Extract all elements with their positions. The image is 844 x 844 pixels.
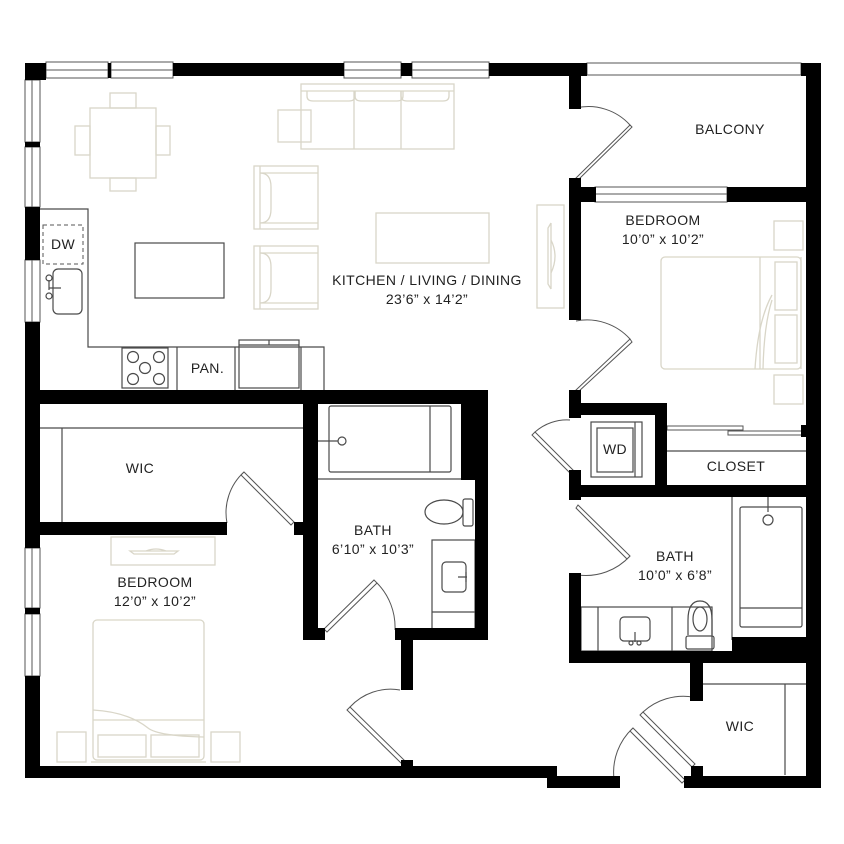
kitchen-island-icon <box>134 242 225 299</box>
room-size: 10’0” x 6’8” <box>637 567 713 583</box>
doors <box>225 106 696 784</box>
dishwasher-icon <box>42 224 84 265</box>
vanity-sink-icon <box>580 606 713 652</box>
laundry-door[interactable] <box>531 419 574 474</box>
dresser-icon <box>110 536 216 566</box>
wic-left-door[interactable] <box>225 471 295 526</box>
room-label-wic-right: WIC <box>710 717 770 736</box>
tv-icon <box>536 204 565 309</box>
bathtub-icon <box>739 497 803 628</box>
sliding-door[interactable] <box>666 425 744 431</box>
balcony-door[interactable] <box>575 106 633 181</box>
room-size: 12’0” x 10’2” <box>113 593 197 609</box>
room-label-balcony: BALCONY <box>660 120 800 139</box>
dishwasher-label: DW <box>50 236 76 252</box>
toilet-icon <box>685 600 715 650</box>
refrigerator-icon <box>238 339 300 389</box>
room-name: KITCHEN / LIVING / DINING <box>332 272 522 288</box>
wic-right-door[interactable] <box>613 695 696 784</box>
room-name: BEDROOM <box>625 212 701 228</box>
coffee-table-icon <box>375 212 490 264</box>
bathtub-icon <box>318 405 452 473</box>
room-label-bedroom-right: BEDROOM 10’0” x 10’2” <box>593 211 733 249</box>
room-name: BALCONY <box>695 121 765 137</box>
room-label-bath-center: BATH 6’10” x 10’3” <box>318 521 428 559</box>
bed-icon <box>56 619 241 763</box>
room-name: BATH <box>354 522 392 538</box>
toilet-icon <box>424 498 474 527</box>
kitchen-sink-icon <box>45 268 83 315</box>
room-label-wic-left: WIC <box>110 459 170 478</box>
bath-center-door[interactable] <box>323 579 396 633</box>
vanity-sink-icon <box>431 539 476 631</box>
sofa-icon <box>300 83 455 150</box>
bedroom-left-door[interactable] <box>346 688 405 764</box>
sliding-door[interactable] <box>727 430 807 436</box>
kitchen <box>40 208 325 390</box>
bath-center-fixtures <box>318 405 476 631</box>
room-name: WIC <box>125 460 155 476</box>
room-name: BATH <box>656 548 694 564</box>
washer-dryer-label: WD <box>602 441 628 457</box>
furniture <box>56 83 804 763</box>
bath-right-door[interactable] <box>575 504 631 576</box>
bedroom-right-door[interactable] <box>575 319 633 393</box>
room-name: WIC <box>725 718 755 734</box>
room-size: 6’10” x 10’3” <box>331 541 415 557</box>
bed-icon <box>660 220 804 405</box>
room-name: BEDROOM <box>117 574 193 590</box>
side-table-icon <box>277 109 312 143</box>
room-name: CLOSET <box>706 458 766 474</box>
room-label-closet: CLOSET <box>686 457 786 476</box>
cooktop-icon <box>121 347 169 389</box>
walls <box>25 63 821 788</box>
pantry-label: PAN. <box>190 360 225 376</box>
dining-table-icon <box>74 92 171 192</box>
room-size: 23’6” x 14’2” <box>385 291 469 307</box>
armchair-icon <box>253 245 319 310</box>
room-label-kitchen-living-dining: KITCHEN / LIVING / DINING 23’6” x 14’2” <box>312 271 542 309</box>
room-label-bath-right: BATH 10’0” x 6’8” <box>615 547 735 585</box>
room-label-bedroom-left: BEDROOM 12’0” x 10’2” <box>85 573 225 611</box>
armchair-icon <box>253 165 319 230</box>
washer-dryer-icon <box>590 421 643 478</box>
room-size: 10’0” x 10’2” <box>621 231 705 247</box>
